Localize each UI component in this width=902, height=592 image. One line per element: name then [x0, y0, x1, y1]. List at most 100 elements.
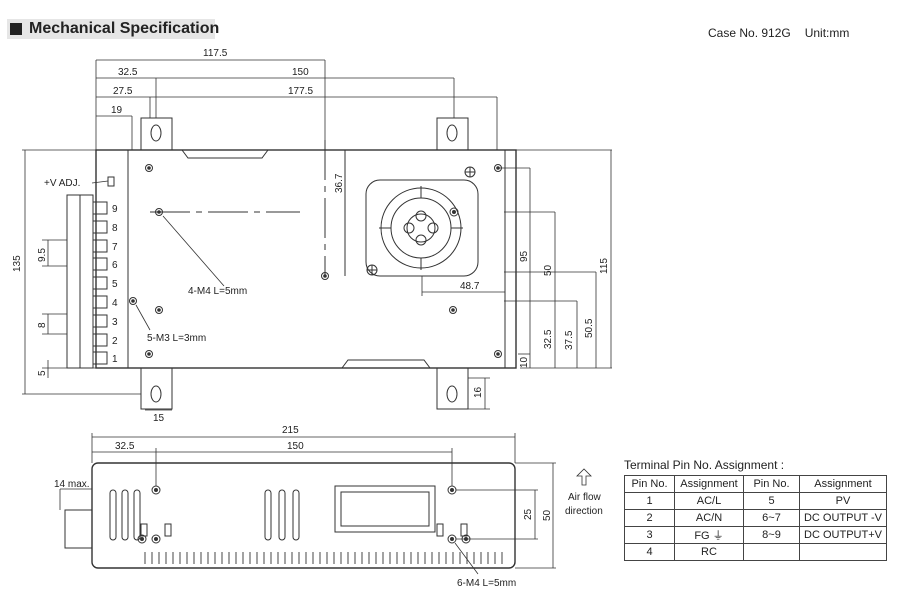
dim-115: 115 — [599, 258, 610, 274]
terminal-pin-label: 3 — [112, 317, 118, 328]
mount-ear-top-left — [140, 117, 173, 150]
side-case-outline — [91, 462, 516, 569]
terminal-pin-label: 9 — [112, 204, 118, 215]
fan-icon — [365, 179, 479, 277]
header-square-icon — [10, 23, 22, 35]
dim-95: 95 — [519, 250, 530, 262]
table-header-row: Pin No. Assignment Pin No. Assignment — [624, 475, 887, 493]
column-header: Assignment — [674, 475, 744, 493]
airflow-label-1: Air flow — [568, 492, 602, 503]
side-mount-holes — [137, 485, 471, 544]
dim-25: 25 — [523, 508, 534, 520]
dim-48-7: 48.7 — [460, 281, 480, 292]
mount-ear-top-right — [436, 117, 469, 150]
table-cell: 4 — [624, 543, 675, 561]
table-cell: 6~7 — [743, 509, 800, 527]
terminal-pin-label: 5 — [112, 279, 118, 290]
label-6-m4: 6-M4 L=5mm — [457, 578, 516, 589]
dim-177-5: 177.5 — [288, 86, 313, 97]
dim-27-5: 27.5 — [113, 86, 133, 97]
table-cell: 8~9 — [743, 526, 800, 544]
dim-10: 10 — [519, 356, 530, 368]
dim-37-5: 37.5 — [564, 330, 575, 350]
dim-16: 16 — [473, 386, 484, 398]
section-header: Mechanical Specification — [7, 19, 219, 39]
dim-215: 215 — [282, 425, 299, 436]
dim-50-side: 50 — [542, 509, 553, 521]
airflow-arrow-icon — [576, 468, 592, 486]
unit-label: Unit:mm — [804, 26, 850, 40]
ear-slot — [446, 124, 458, 142]
table-cell: AC/L — [674, 492, 744, 510]
table-cell: FG ⏚ — [674, 526, 744, 544]
top-view: 117.5 32.5 150 27.5 177.5 19 135 9.5 8 5… — [12, 48, 612, 424]
table-cell: 5 — [743, 492, 800, 510]
dim-8: 8 — [37, 322, 48, 328]
terminal-pin-label: 7 — [112, 242, 118, 253]
table-cell: 2 — [624, 509, 675, 527]
table-cell: RC — [674, 543, 744, 561]
dim-9-5: 9.5 — [37, 248, 48, 262]
table-cell — [799, 543, 887, 561]
case-info: Case No. 912G Unit:mm — [708, 26, 863, 40]
ear-slot — [150, 124, 162, 142]
pin-assignment-table: Pin No. Assignment Pin No. Assignment 1 … — [624, 475, 887, 561]
dim-19: 19 — [111, 105, 123, 116]
table-row: 2 AC/N 6~7 DC OUTPUT -V — [624, 509, 887, 527]
dimension-lines — [22, 59, 612, 411]
terminal-pin-label: 4 — [112, 298, 118, 309]
table-row: 3 FG ⏚ 8~9 DC OUTPUT+V — [624, 526, 887, 544]
case-outline — [95, 149, 517, 369]
dim-32-5-side: 32.5 — [115, 441, 135, 452]
mount-ear-bottom-left — [140, 368, 173, 410]
terminal-pin-label: 1 — [112, 354, 118, 365]
column-header: Pin No. — [743, 475, 800, 493]
recess-plate-top — [181, 149, 269, 159]
label-vadj: +V ADJ. — [44, 178, 80, 189]
section-title: Mechanical Specification — [29, 20, 220, 37]
recess-plate-bottom — [341, 359, 431, 369]
terminal-pin-label: 2 — [112, 336, 118, 347]
vadj-potentiometer — [107, 176, 115, 187]
dim-32-5-right: 32.5 — [543, 329, 554, 349]
label-5-m3: 5-M3 L=3mm — [147, 333, 206, 344]
terminal-pin-label: 8 — [112, 223, 118, 234]
side-vents — [109, 489, 468, 541]
terminal-protrusion — [64, 509, 93, 549]
terminal-block — [66, 194, 108, 369]
pin-table-title: Terminal Pin No. Assignment : — [624, 458, 785, 472]
dim-135: 135 — [12, 255, 23, 272]
mount-ear-bottom-right — [436, 368, 469, 410]
dim-32-5: 32.5 — [118, 67, 138, 78]
table-cell: 1 — [624, 492, 675, 510]
dim-117-5: 117.5 — [203, 48, 228, 59]
bottom-vent-slots — [144, 552, 503, 564]
table-row: 4 RC — [624, 543, 887, 561]
case-number: Case No. 912G — [708, 26, 791, 40]
side-window — [334, 485, 436, 533]
dim-150-side: 150 — [287, 441, 304, 452]
table-cell: DC OUTPUT -V — [799, 509, 887, 527]
label-4-m4: 4-M4 L=5mm — [188, 286, 247, 297]
table-row: 1 AC/L 5 PV — [624, 492, 887, 510]
dim-150: 150 — [292, 67, 309, 78]
dim-14-max: 14 max. — [54, 479, 90, 490]
dim-36-7: 36.7 — [334, 173, 345, 193]
table-cell: DC OUTPUT+V — [799, 526, 887, 544]
ear-slot — [150, 385, 162, 403]
table-cell: AC/N — [674, 509, 744, 527]
dim-50-5: 50.5 — [584, 318, 595, 338]
table-cell: 3 — [624, 526, 675, 544]
dim-15: 15 — [153, 413, 165, 424]
table-cell — [743, 543, 800, 561]
dim-50: 50 — [543, 264, 554, 276]
airflow-label-2: direction — [565, 506, 603, 517]
column-header: Assignment — [799, 475, 887, 493]
side-view: 215 32.5 150 14 max. 25 50 6-M4 L=5mm Ai… — [54, 425, 603, 589]
ear-slot — [446, 385, 458, 403]
table-cell: PV — [799, 492, 887, 510]
dim-5: 5 — [37, 370, 48, 376]
terminal-pin-label: 6 — [112, 260, 118, 271]
column-header: Pin No. — [624, 475, 675, 493]
